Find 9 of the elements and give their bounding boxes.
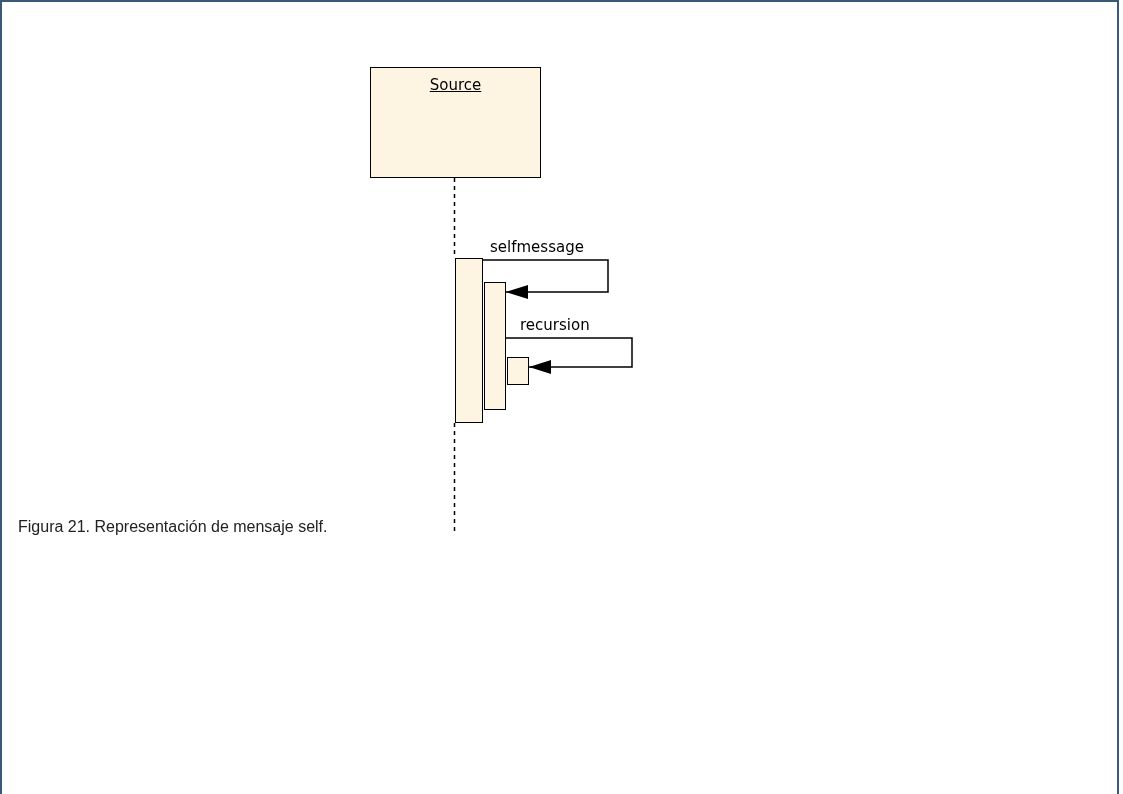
self-message-arrow: [482, 259, 609, 299]
activation-bar: [507, 357, 529, 385]
activation-bar: [455, 258, 483, 423]
object-name: Source: [428, 76, 483, 94]
object-box: [370, 67, 541, 178]
activation-bar: [484, 282, 506, 410]
self-message-arrow: [505, 337, 633, 374]
message-label: selfmessage: [490, 238, 584, 256]
figure-caption: Figura 21. Representación de mensaje self.: [18, 518, 328, 536]
